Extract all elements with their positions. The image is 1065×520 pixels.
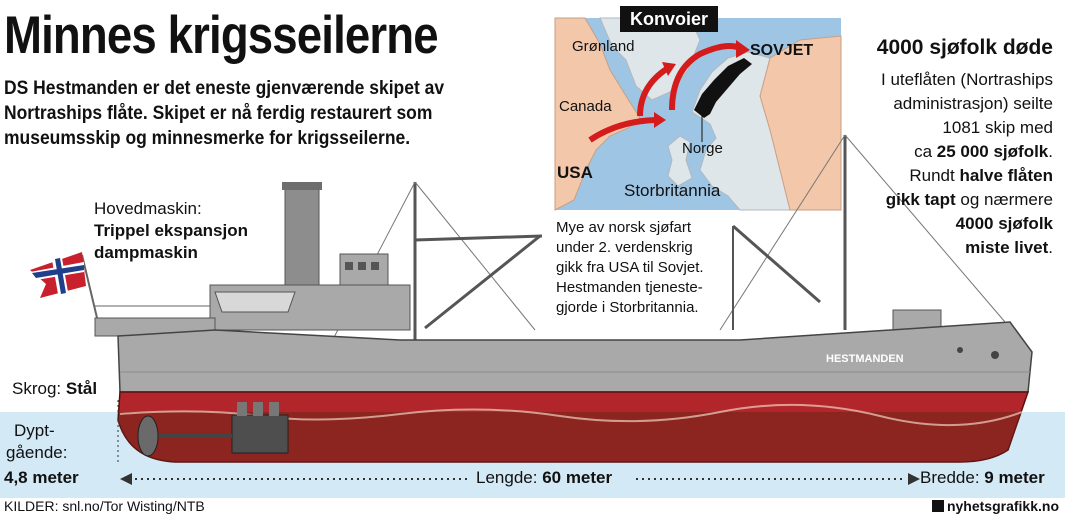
route-north xyxy=(637,65,670,117)
stats-text-bold: 4000 sjøfolk xyxy=(955,214,1053,233)
brand-credit: nyhetsgrafikk.no xyxy=(931,498,1059,514)
stats-text-plain: . xyxy=(1048,142,1053,161)
map-label-greenland: Grønland xyxy=(572,38,635,55)
route-usa-britain xyxy=(588,117,661,143)
cargo-boom xyxy=(414,234,543,242)
route-arctic xyxy=(669,43,742,111)
beam-value: 9 meter xyxy=(984,468,1045,487)
soviet-land xyxy=(759,35,842,211)
sources-credit: KILDER: snl.no/Tor Wisting/NTB xyxy=(4,498,205,514)
funnel-cap xyxy=(282,182,322,190)
intro-line: museumsskip og minnesmerke for krigsseil… xyxy=(4,128,411,149)
hull-annotation: Skrog: Stål xyxy=(12,378,97,400)
stats-text-bold: halve flåten xyxy=(959,166,1053,185)
engine-value: dampmaskin xyxy=(94,243,198,262)
stats-text-plain: og nærmere xyxy=(955,190,1053,209)
route-note-line: under 2. verdenskrig xyxy=(556,239,693,256)
route-note-line: gjorde i Storbritannia. xyxy=(556,299,699,316)
beam-label: Bredde: xyxy=(920,468,985,487)
length-label: Lengde: xyxy=(476,468,543,487)
norwegian-flag-icon xyxy=(30,252,86,298)
flag-pole xyxy=(81,254,99,323)
dimension-arrow xyxy=(908,473,920,485)
cargo-boom xyxy=(732,224,821,304)
engine-value: Trippel ekspansjon xyxy=(94,221,248,240)
stats-line: 1081 skip med xyxy=(942,116,1053,140)
route-arrowhead xyxy=(736,40,750,58)
stats-line: Rundt halve flåten xyxy=(909,164,1053,188)
convoy-map xyxy=(554,17,842,211)
ship: HESTMANDEN xyxy=(30,134,1033,485)
map-label-soviet: SOVJET xyxy=(750,42,814,59)
stats-text-plain: administrasjon) seilte xyxy=(893,94,1053,113)
length-annotation: Lengde: 60 meter xyxy=(476,467,612,489)
route-arrowhead xyxy=(662,62,676,76)
stats-heading: 4000 sjøfolk døde xyxy=(876,36,1053,59)
draft-value: 4,8 meter xyxy=(4,468,79,487)
stats-text-plain: Rundt xyxy=(909,166,960,185)
stats-line: administrasjon) seilte xyxy=(893,92,1053,116)
rigging xyxy=(719,134,846,331)
stats-text-plain: . xyxy=(1048,238,1053,257)
route-arrowhead xyxy=(654,112,666,128)
stats-text-bold: miste livet xyxy=(965,238,1049,257)
propeller xyxy=(137,415,159,457)
stats-line: I uteflåten (Nortraships xyxy=(881,68,1053,92)
stats-text-bold: 25 000 sjøfolk xyxy=(936,142,1049,161)
stats-line: miste livet. xyxy=(965,236,1053,260)
engine-block xyxy=(231,414,289,454)
norway-land xyxy=(694,58,752,118)
north-america-land xyxy=(554,17,641,211)
cargo-boom xyxy=(424,234,541,330)
stats-text-plain: I uteflåten (Nortraships xyxy=(881,70,1053,89)
stats-line: 4000 sjøfolk xyxy=(956,212,1053,236)
map-label-usa: USA xyxy=(557,163,593,182)
intro-line: DS Hestmanden er det eneste gjenværende … xyxy=(4,78,445,99)
intro-line: Nortraships flåte. Skipet er nå ferdig r… xyxy=(4,103,433,124)
stats-text-plain: ca xyxy=(914,142,937,161)
hull-value: Stål xyxy=(65,379,98,398)
stats-text-bold: gikk tapt xyxy=(885,190,956,209)
route-note-line: Hestmanden tjeneste- xyxy=(556,279,703,296)
dimension-arrow xyxy=(120,473,132,485)
stats-line: ca 25 000 sjøfolk. xyxy=(914,140,1053,164)
britain-land xyxy=(667,135,693,187)
hull-underwater xyxy=(118,412,1022,462)
map-label-canada: Canada xyxy=(559,98,612,115)
draft-label: gående: xyxy=(6,443,68,462)
map-label-norway: Norge xyxy=(682,140,723,157)
ship-name: HESTMANDEN xyxy=(826,353,904,365)
stats-text-plain: 1081 skip med xyxy=(942,118,1053,137)
draft-label: Dypt- xyxy=(14,421,55,440)
brand-text: nyhetsgrafikk.no xyxy=(946,498,1059,514)
stats-line: gikk tapt og nærmere xyxy=(886,188,1053,212)
page-title: Minnes krigsseilerne xyxy=(4,6,439,65)
brand-logo-icon xyxy=(931,500,944,512)
route-note-line: gikk fra USA til Sovjet. xyxy=(556,259,704,276)
beam-annotation: Bredde: 9 meter xyxy=(920,467,1045,489)
map-badge: Konvoier xyxy=(620,6,719,32)
rigging xyxy=(414,181,536,331)
lifeboat xyxy=(214,291,296,313)
map-label-britain: Storbritannia xyxy=(624,181,721,200)
hull-label: Skrog: xyxy=(12,379,66,398)
length-value: 60 meter xyxy=(542,468,613,487)
funnel xyxy=(284,184,320,286)
rigging xyxy=(844,134,1006,323)
engine-caption: Hovedmaskin: xyxy=(94,199,202,218)
route-note-line: Mye av norsk sjøfart xyxy=(556,219,692,236)
